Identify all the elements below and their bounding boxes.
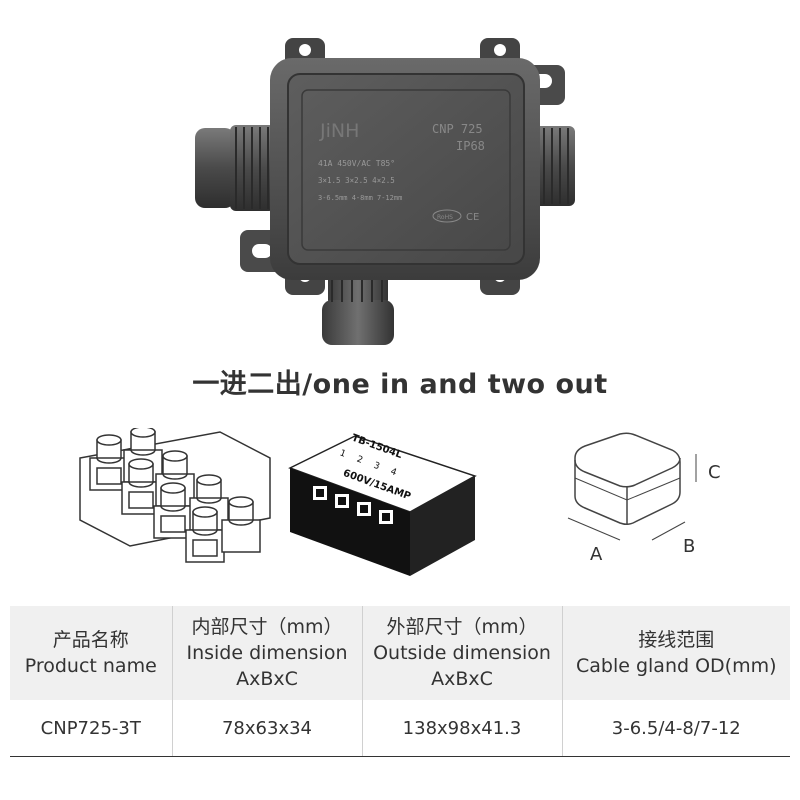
header-outside-dimension: 外部尺寸（mm） Outside dimension AxBxC (361, 606, 562, 700)
brand-logo: JiNH (319, 120, 359, 142)
rohs-badge-icon (432, 209, 462, 223)
cell-cable-gland: 3-6.5/4-8/7-12 (561, 700, 790, 757)
cell-product-name: CNP725-3T (10, 700, 172, 757)
terminal-connector-icon (79, 428, 271, 563)
dimension-box-icon: A B C (567, 432, 721, 565)
terminal-block-icon: TB-1504L 1 2 3 4 600V/15AMP (288, 433, 477, 576)
table-header-row: 产品名称 Product name 内部尺寸（mm） Inside dimens… (10, 606, 790, 700)
cell-inside-dimension: 78x63x34 (171, 700, 362, 757)
spec-table: 产品名称 Product name 内部尺寸（mm） Inside dimens… (10, 606, 790, 757)
ce-mark: CE (466, 212, 479, 223)
header-cable-gland: 接线范围 Cable gland OD(mm) (561, 606, 790, 700)
terminal-number-3: 3 (372, 461, 381, 472)
header-inside-dimension: 内部尺寸（mm） Inside dimension AxBxC (171, 606, 362, 700)
spec-line-1: 41A 450V/AC T85° (318, 159, 395, 168)
cell-outside-dimension: 138x98x41.3 (361, 700, 562, 757)
dimension-label-a: A (590, 544, 603, 565)
junction-box-image: JiNH CNP 725 IP68 41A 450V/AC T85° 3×1.5… (195, 38, 575, 345)
headline: 一进二出/one in and two out (192, 369, 608, 400)
header-product-name: 产品名称 Product name (10, 606, 172, 700)
terminal-number-2: 2 (355, 455, 364, 466)
dimension-label-b: B (683, 536, 695, 557)
spec-line-3: 3-6.5mm 4-8mm 7-12mm (318, 194, 402, 202)
table-row: CNP725-3T 78x63x34 138x98x41.3 3-6.5/4-8… (10, 700, 790, 757)
terminal-number-1: 1 (338, 448, 347, 459)
model-marking: CNP 725 (432, 122, 483, 136)
rohs-badge: RoHS (437, 214, 453, 221)
spec-line-2: 3×1.5 3×2.5 4×2.5 (318, 176, 395, 185)
dimension-label-c: C (708, 462, 721, 483)
ip-rating-marking: IP68 (456, 139, 485, 153)
terminal-number-4: 4 (389, 467, 398, 478)
